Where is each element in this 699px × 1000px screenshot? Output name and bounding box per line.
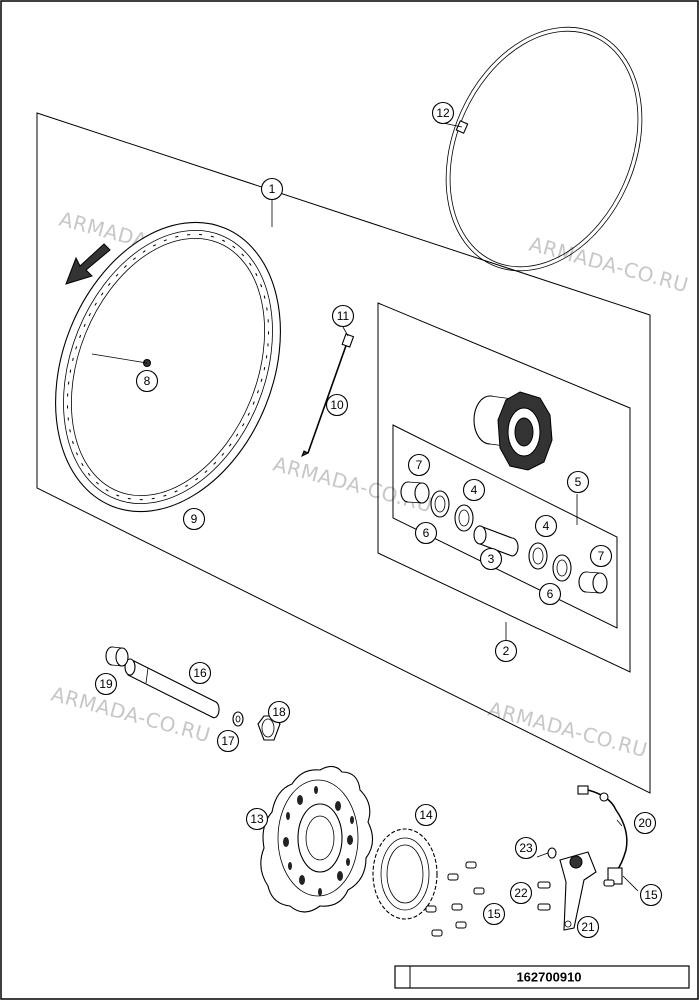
svg-text:15: 15 (487, 907, 501, 921)
abs-pulse-ring (372, 828, 438, 920)
reference-number: 162700910 (516, 970, 581, 985)
brake-disc (260, 765, 374, 913)
svg-text:13: 13 (250, 812, 264, 826)
svg-text:16: 16 (193, 666, 207, 680)
svg-text:22: 22 (514, 886, 528, 900)
callout-4: 4 (534, 514, 558, 538)
callout-19: 19 (94, 672, 118, 696)
svg-text:7: 7 (416, 458, 423, 472)
svg-text:11: 11 (337, 309, 350, 323)
wheel-assembly-plane (36, 112, 651, 794)
disc-screws (425, 861, 485, 937)
svg-text:10: 10 (330, 398, 344, 412)
callout-4: 4 (462, 478, 486, 502)
callout-15: 15 (482, 902, 506, 926)
bearing-parts (400, 481, 608, 594)
callout-20: 20 (633, 811, 657, 835)
svg-text:5: 5 (575, 475, 582, 489)
callout-17: 17 (216, 729, 240, 753)
leader-line (91, 353, 148, 364)
svg-text:6: 6 (547, 587, 554, 601)
callout-14: 14 (414, 803, 438, 827)
callout-3: 3 (479, 547, 503, 571)
callout-23: 23 (514, 836, 538, 860)
callout-8: 8 (135, 369, 159, 393)
svg-text:3: 3 (488, 552, 495, 566)
svg-text:18: 18 (272, 705, 286, 719)
sensor-bracket (559, 851, 597, 931)
svg-text:23: 23 (519, 841, 533, 855)
svg-text:14: 14 (419, 808, 433, 822)
callout-11: 11 (331, 304, 355, 328)
callout-18: 18 (267, 700, 291, 724)
axle (124, 658, 220, 719)
washer (232, 711, 244, 727)
svg-text:17: 17 (221, 734, 235, 748)
svg-text:19: 19 (99, 677, 113, 691)
callout-22: 22 (509, 881, 533, 905)
svg-text:6: 6 (423, 526, 430, 540)
callout-15: 15 (639, 883, 663, 907)
callout-5: 5 (566, 470, 590, 494)
reference-number-box: 162700910 (394, 965, 690, 989)
callout-6: 6 (414, 521, 438, 545)
bearing-set-plane (392, 424, 618, 629)
svg-text:8: 8 (144, 374, 151, 388)
svg-text:20: 20 (638, 816, 652, 830)
bracket-bushing (547, 847, 557, 859)
hub-assembly-plane (377, 302, 631, 673)
svg-text:2: 2 (503, 644, 510, 658)
rim-tape (445, 26, 643, 272)
callout-9: 9 (182, 507, 206, 531)
svg-text:1: 1 (269, 182, 276, 196)
callout-6: 6 (538, 582, 562, 606)
callout-13: 13 (245, 807, 269, 831)
bracket-screws (537, 879, 615, 911)
svg-text:9: 9 (191, 512, 198, 526)
callout-7: 7 (407, 453, 431, 477)
callout-21: 21 (576, 915, 600, 939)
svg-text:7: 7 (598, 549, 605, 563)
hub (473, 391, 553, 471)
spoke (301, 333, 355, 458)
rim (55, 221, 281, 513)
svg-text:4: 4 (471, 483, 478, 497)
rotation-direction-arrow-icon (65, 243, 111, 285)
callout-7: 7 (589, 544, 613, 568)
svg-text:12: 12 (436, 106, 450, 120)
axle-spacer (105, 646, 129, 667)
callout-1: 1 (260, 177, 284, 201)
callout-10: 10 (325, 393, 349, 417)
svg-text:21: 21 (581, 920, 595, 934)
svg-text:15: 15 (644, 888, 658, 902)
svg-text:4: 4 (543, 519, 550, 533)
callout-2: 2 (494, 639, 518, 663)
callout-16: 16 (188, 661, 212, 685)
callout-12: 12 (431, 101, 455, 125)
